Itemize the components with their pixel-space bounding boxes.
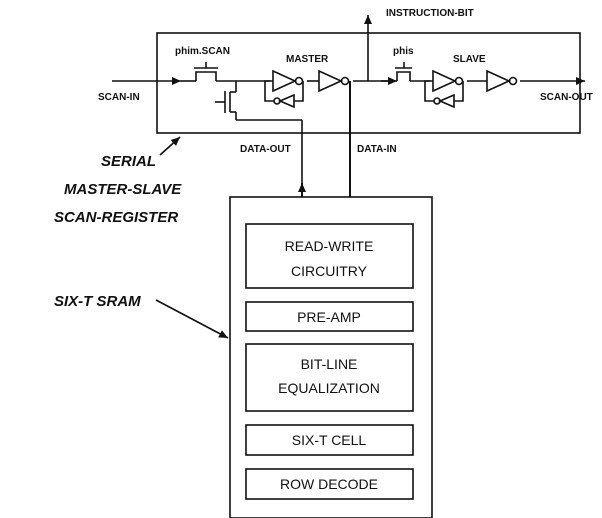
svg-text:ROW DECODE: ROW DECODE <box>280 476 378 492</box>
sram-block-pre-amp: PRE-AMP <box>245 301 414 332</box>
sram-block-six-t-cell: SIX-T CELL <box>245 424 414 456</box>
phis-transistor <box>395 62 412 81</box>
scan-register-caption-3: SCAN-REGISTER <box>54 209 178 226</box>
svg-text:PRE-AMP: PRE-AMP <box>297 309 361 325</box>
scan-register-caption-2: MASTER-SLAVE <box>64 181 182 198</box>
data-out-label: DATA-OUT <box>240 144 291 155</box>
scan-in-label: SCAN-IN <box>98 92 140 103</box>
slave-label: SLAVE <box>453 54 486 65</box>
svg-text:BIT-LINE: BIT-LINE <box>301 356 358 372</box>
svg-text:EQUALIZATION: EQUALIZATION <box>278 380 380 396</box>
scan-register-caption-1: SERIAL <box>101 153 156 170</box>
sram-pointer <box>155 299 229 339</box>
data-in-label: DATA-IN <box>357 144 397 155</box>
phim-scan-transistor <box>194 62 218 81</box>
sram-block-read-write: READ-WRITE CIRCUITRY <box>245 223 414 289</box>
read-transistor <box>215 81 237 120</box>
svg-text:SIX-T CELL: SIX-T CELL <box>292 432 367 448</box>
svg-text:READ-WRITE: READ-WRITE <box>285 238 374 254</box>
scan-register-pointer <box>159 136 181 156</box>
scan-out-label: SCAN-OUT <box>540 92 593 103</box>
phim-scan-label: phim.SCAN <box>175 46 230 57</box>
phis-label: phis <box>393 46 414 57</box>
master-latch <box>264 69 350 109</box>
master-label: MASTER <box>286 54 329 65</box>
sram-caption: SIX-T SRAM <box>54 293 141 310</box>
slave-latch <box>424 69 518 109</box>
sram-block-row-decode: ROW DECODE <box>245 468 414 500</box>
svg-text:CIRCUITRY: CIRCUITRY <box>291 263 368 279</box>
instruction-bit-label: INSTRUCTION-BIT <box>386 8 474 19</box>
sram-block-bit-line-equalization: BIT-LINE EQUALIZATION <box>245 343 414 412</box>
